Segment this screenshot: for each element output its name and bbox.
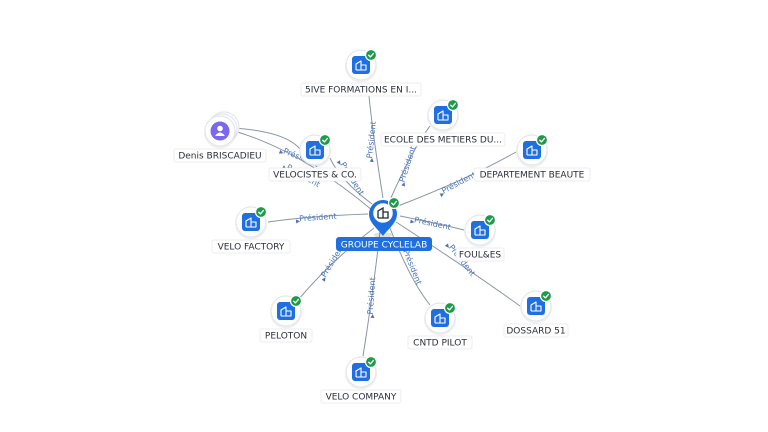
node-label: Denis BRISCADIEU xyxy=(178,152,261,162)
building-icon xyxy=(431,309,449,327)
center-label-box xyxy=(336,237,432,251)
node-label-box xyxy=(268,167,362,182)
node-label-box xyxy=(300,82,422,97)
verified-check-icon xyxy=(318,133,332,147)
building-icon xyxy=(242,213,260,231)
building-icon xyxy=(352,363,370,381)
edge-arrow-icon xyxy=(321,277,326,282)
edge-label: Président xyxy=(299,211,337,224)
node-peloton[interactable]: PELOTON xyxy=(259,294,313,343)
node-foules[interactable]: FOUL&ES xyxy=(455,213,505,262)
edge-arrow-icon xyxy=(401,182,406,187)
edge-arrow-icon xyxy=(439,193,445,198)
node-label-box xyxy=(320,389,402,404)
edge-groupe-cyclelab-velo-factory: Président xyxy=(267,211,369,224)
verified-check-icon xyxy=(289,294,303,308)
node-label: VELO COMPANY xyxy=(326,393,397,403)
edge-line xyxy=(233,130,373,211)
verified-check-icon xyxy=(535,133,549,147)
node-label-box xyxy=(407,335,473,350)
edge-arrow-icon xyxy=(410,219,415,224)
node-label: DEPARTEMENT BEAUTE xyxy=(480,171,585,181)
verified-check-icon xyxy=(539,289,553,303)
building-icon xyxy=(527,297,545,315)
edge-groupe-cyclelab-5ive: Président xyxy=(364,85,384,199)
person-icon xyxy=(210,121,230,141)
node-departement[interactable]: DEPARTEMENT BEAUTE xyxy=(473,133,591,182)
edge-arrow-icon xyxy=(278,149,284,154)
edge-label: Président xyxy=(440,169,478,195)
edge-line xyxy=(389,125,431,201)
node-velo-factory[interactable]: VELO FACTORY xyxy=(211,205,291,254)
node-label: FOUL&ES xyxy=(459,251,502,261)
node-label-box xyxy=(259,328,313,343)
edge-label: Président xyxy=(413,214,452,232)
edge-groupe-cyclelab-foules: Président xyxy=(399,214,465,232)
edge-line xyxy=(267,213,369,223)
node-label-box xyxy=(173,148,267,163)
node-cntd[interactable]: CNTD PILOT xyxy=(407,301,473,350)
building-icon xyxy=(434,106,452,124)
node-5ive[interactable]: 5IVE FORMATIONS EN I... xyxy=(300,48,422,97)
center-label: GROUPE CYCLELAB xyxy=(341,241,428,251)
verified-check-icon xyxy=(483,213,497,227)
building-icon xyxy=(277,302,295,320)
node-dossard[interactable]: DOSSARD 51 xyxy=(503,289,569,338)
edge-arrow-icon xyxy=(369,157,374,163)
node-label-box xyxy=(455,247,505,262)
node-label: CNTD PILOT xyxy=(413,339,467,349)
edge-line xyxy=(233,127,303,153)
edge-line xyxy=(397,151,517,207)
verified-check-icon xyxy=(364,48,378,62)
verified-check-icon xyxy=(387,196,401,210)
edge-line xyxy=(297,227,375,301)
node-label: VELOCISTES & CO. xyxy=(273,171,357,181)
edge-label: Président xyxy=(364,121,378,159)
nodes-layer: 5IVE FORMATIONS EN I... ECOLE DES METIERS… xyxy=(173,48,591,404)
edge-arrow-icon xyxy=(336,160,341,165)
edge-line xyxy=(395,221,521,307)
verified-check-icon xyxy=(446,98,460,112)
node-velocistes[interactable]: VELOCISTES & CO. xyxy=(268,133,362,182)
verified-check-icon xyxy=(443,301,457,315)
building-icon xyxy=(377,206,389,219)
building-icon xyxy=(523,141,541,159)
node-velo-company[interactable]: VELO COMPANY xyxy=(320,355,402,404)
building-icon xyxy=(471,221,489,239)
node-label: PELOTON xyxy=(265,332,307,342)
node-label-box xyxy=(473,167,591,182)
edge-label: Président xyxy=(365,277,378,315)
node-ecole[interactable]: ECOLE DES METIERS DU... xyxy=(380,98,506,147)
node-label: DOSSARD 51 xyxy=(506,327,565,337)
node-label: ECOLE DES METIERS DU... xyxy=(384,136,502,146)
edge-arrow-icon xyxy=(370,313,375,319)
building-icon xyxy=(352,56,370,74)
node-label: VELO FACTORY xyxy=(218,243,285,253)
edge-label: Président xyxy=(397,145,418,184)
building-icon xyxy=(306,141,324,159)
edge-line xyxy=(399,215,465,231)
verified-check-icon xyxy=(254,205,268,219)
node-denis[interactable]: Denis BRISCADIEU xyxy=(173,111,267,163)
node-label-box xyxy=(211,239,291,254)
node-label-box xyxy=(380,132,506,147)
node-label-box xyxy=(503,323,569,338)
edge-arrow-icon xyxy=(444,243,449,248)
edge-arrow-icon xyxy=(295,219,301,224)
node-label: 5IVE FORMATIONS EN I... xyxy=(305,86,417,96)
edge-label: Président xyxy=(401,248,424,286)
center-node[interactable]: GROUPE CYCLELAB xyxy=(336,196,432,252)
verified-check-icon xyxy=(364,355,378,369)
